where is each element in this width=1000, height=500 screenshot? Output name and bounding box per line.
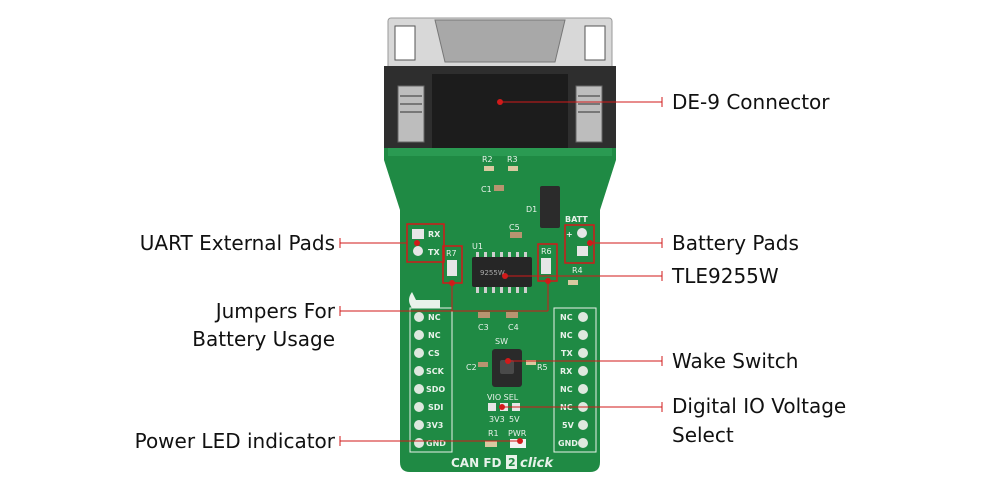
label-vio-sel: VIO SEL bbox=[487, 393, 519, 402]
right-pin-1: NC bbox=[560, 313, 573, 322]
pad-rx bbox=[412, 229, 424, 239]
right-pin-3: TX bbox=[561, 349, 573, 358]
resistor-r5 bbox=[526, 360, 536, 365]
label-r1: R1 bbox=[488, 429, 499, 438]
resistor-r2 bbox=[484, 166, 494, 171]
capacitor-c1 bbox=[494, 185, 504, 191]
mikroe-logo bbox=[409, 292, 440, 308]
label-c1: C1 bbox=[481, 185, 492, 194]
label-uart-external-pads: UART External Pads bbox=[139, 231, 335, 255]
board-name-right: click bbox=[520, 456, 554, 471]
connector-face bbox=[432, 74, 568, 150]
pcb-edge bbox=[388, 148, 612, 156]
label-r7: R7 bbox=[446, 249, 457, 258]
label-battery-pads: Battery Pads bbox=[672, 231, 799, 255]
right-pin-2: NC bbox=[560, 331, 573, 340]
diode-d1 bbox=[540, 186, 560, 228]
left-header-outline bbox=[409, 307, 453, 453]
left-pin-1: NC bbox=[428, 313, 441, 322]
left-pin-2: NC bbox=[428, 331, 441, 340]
label-tle9255w: TLE9255W bbox=[672, 264, 779, 288]
left-pin-3: CS bbox=[428, 349, 440, 358]
label-de9-connector: DE-9 Connector bbox=[672, 90, 830, 114]
callout-dots bbox=[414, 99, 593, 444]
label-wake-switch: Wake Switch bbox=[672, 349, 799, 373]
resistor-r3 bbox=[508, 166, 518, 171]
pad-batt-minus bbox=[577, 246, 588, 256]
chip-marking: 9255W bbox=[480, 269, 505, 277]
label-d1: D1 bbox=[526, 205, 537, 214]
left-pin-5: SDO bbox=[426, 385, 445, 394]
board-name-left: CAN FD bbox=[451, 456, 502, 470]
capacitor-c4 bbox=[506, 312, 518, 318]
label-rx: RX bbox=[428, 230, 441, 239]
label-r5: R5 bbox=[537, 363, 548, 372]
label-sw: SW bbox=[495, 337, 508, 346]
left-pin-7: 3V3 bbox=[426, 421, 443, 430]
label-5v: 5V bbox=[509, 415, 520, 424]
label-r3: R3 bbox=[507, 155, 518, 164]
label-power-led-indicator: Power LED indicator bbox=[134, 429, 335, 453]
right-header-outline bbox=[553, 307, 597, 453]
wake-switch-button bbox=[500, 360, 514, 374]
screw-right bbox=[575, 85, 603, 143]
label-jumpers-line2: Battery Usage bbox=[192, 327, 335, 351]
label-jumpers-line1: Jumpers For bbox=[215, 299, 335, 323]
resistor-r4 bbox=[568, 280, 578, 285]
label-vio-line1: Digital IO Voltage bbox=[672, 394, 847, 418]
left-pin-4: SCK bbox=[426, 367, 445, 376]
power-led bbox=[510, 439, 526, 448]
callout-lines bbox=[340, 101, 662, 442]
pad-batt-plus bbox=[577, 228, 587, 238]
board-name-badge bbox=[506, 455, 517, 469]
label-pwr: PWR bbox=[508, 429, 527, 438]
chip-pins bbox=[476, 252, 527, 293]
capacitor-c2 bbox=[478, 362, 488, 367]
connector-tab-left bbox=[394, 25, 416, 61]
label-3v3: 3V3 bbox=[489, 415, 505, 424]
capacitor-c3 bbox=[478, 312, 490, 318]
label-u1: U1 bbox=[472, 242, 483, 251]
right-pin-5: NC bbox=[560, 385, 573, 394]
label-plus: + bbox=[566, 230, 573, 239]
right-pin-pads bbox=[578, 312, 588, 448]
label-r6: R6 bbox=[541, 247, 552, 256]
label-r2: R2 bbox=[482, 155, 493, 164]
connector-d-shell bbox=[434, 19, 566, 63]
label-r4: R4 bbox=[572, 266, 583, 275]
resistor-r1 bbox=[485, 441, 497, 447]
pad-tx bbox=[413, 246, 423, 256]
left-pin-6: SDI bbox=[428, 403, 443, 412]
callout-end-ticks bbox=[339, 97, 663, 446]
label-c2: C2 bbox=[466, 363, 477, 372]
screw-left bbox=[397, 85, 425, 143]
pcb bbox=[384, 148, 616, 472]
vio-pad-1 bbox=[488, 403, 496, 411]
left-pin-8: GND bbox=[426, 439, 446, 448]
chip-tle9255w bbox=[472, 257, 532, 287]
label-batt: BATT bbox=[565, 215, 588, 224]
right-pin-7: 5V bbox=[562, 421, 575, 430]
label-c4: C4 bbox=[508, 323, 519, 332]
right-pin-8: GND bbox=[558, 439, 578, 448]
board-name-num: 2 bbox=[508, 456, 516, 469]
label-c5: C5 bbox=[509, 223, 520, 232]
connector-tab-right bbox=[584, 25, 606, 61]
capacitor-c5 bbox=[510, 232, 522, 238]
jumper-r7 bbox=[447, 260, 457, 276]
right-pin-4: RX bbox=[560, 367, 573, 376]
label-tx: TX bbox=[428, 248, 440, 257]
label-c3: C3 bbox=[478, 323, 489, 332]
jumper-r6 bbox=[541, 258, 551, 274]
label-vio-line2: Select bbox=[672, 423, 734, 447]
